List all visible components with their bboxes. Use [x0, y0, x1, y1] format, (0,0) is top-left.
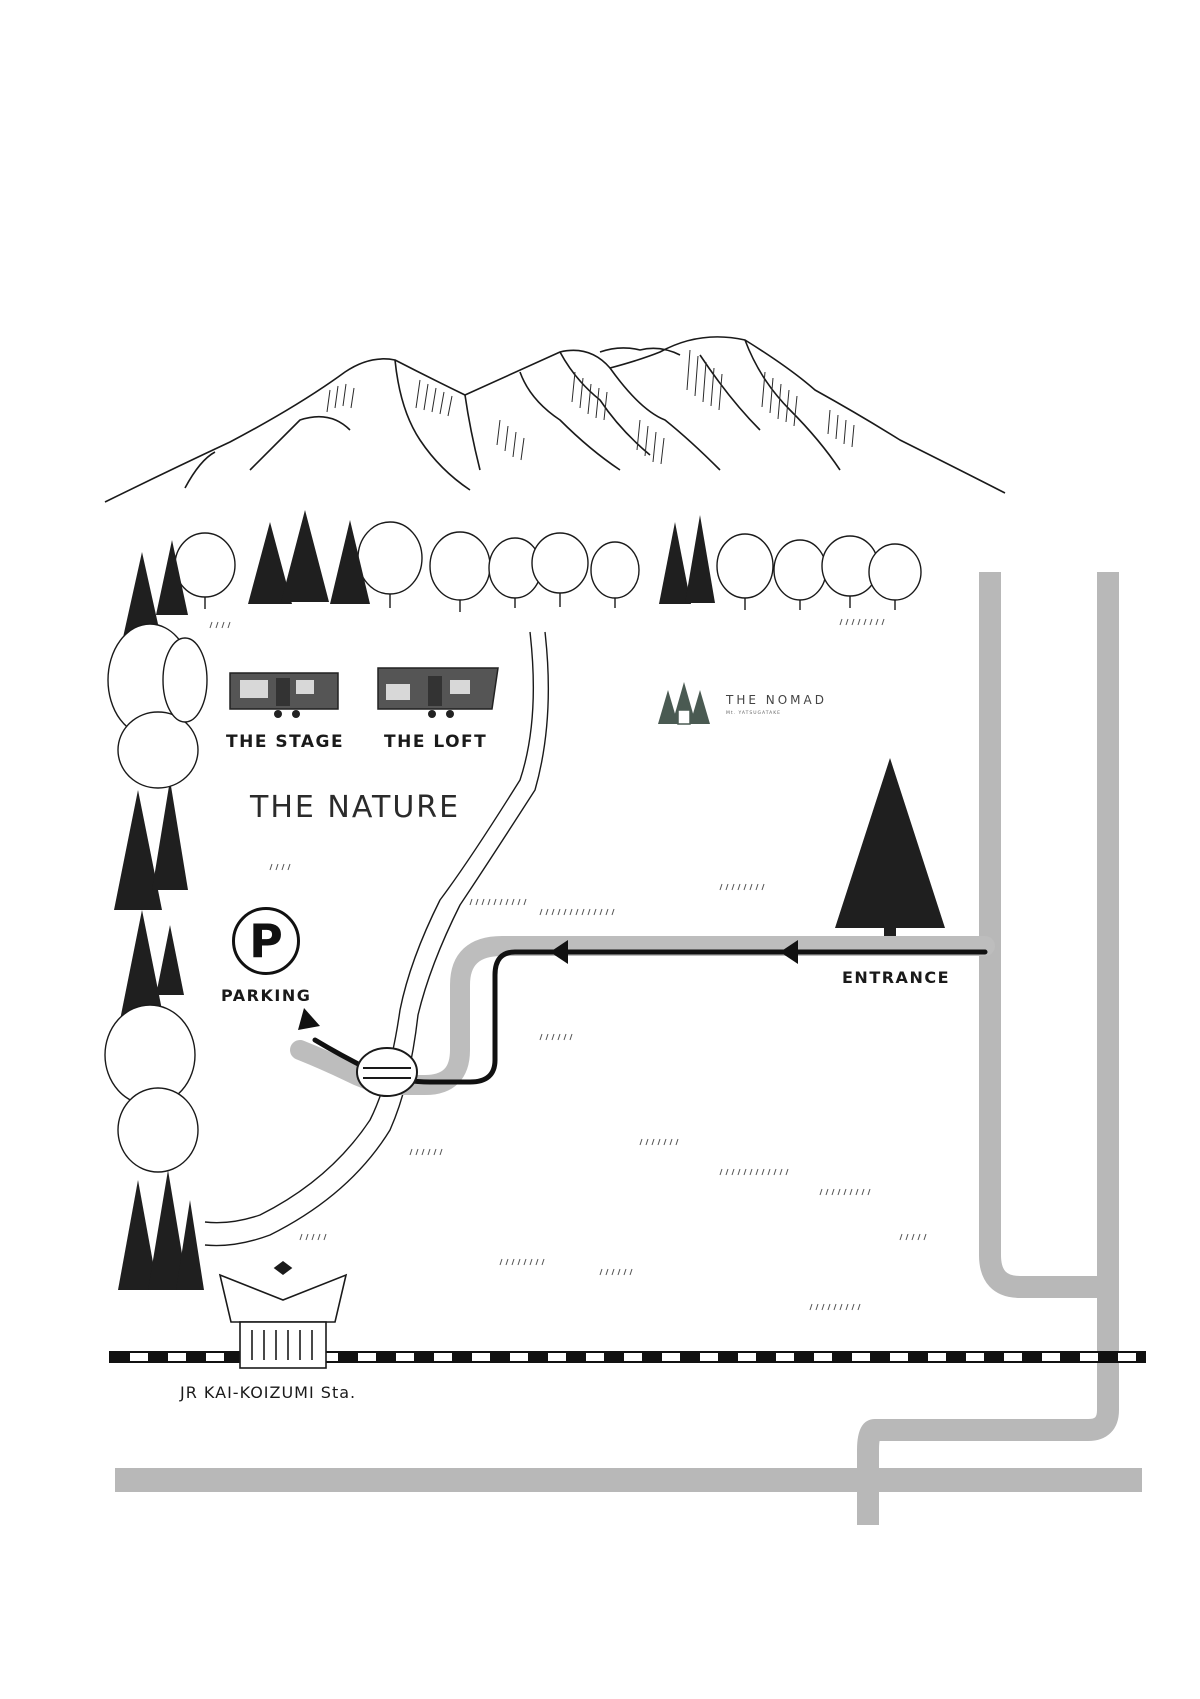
arrow-parking	[298, 1008, 320, 1030]
cabin-stage-icon	[229, 672, 339, 718]
driving-route	[290, 936, 995, 1095]
top-conifers	[248, 510, 715, 604]
top-tree-line	[174, 521, 922, 612]
parking-sign: P	[232, 907, 300, 975]
entrance-label: ENTRANCE	[842, 968, 950, 987]
cabin-loft-icon	[377, 667, 499, 718]
nomad-logo-name: THE NOMAD	[726, 693, 827, 707]
arrow-left-2	[550, 940, 568, 964]
roads	[115, 572, 1142, 1525]
mountain-hatching	[326, 349, 855, 465]
nomad-logo-subtitle: Mt. YATSUGATAKE	[726, 711, 782, 716]
station-building	[218, 1261, 348, 1369]
fir-tree	[835, 758, 945, 948]
railway	[109, 1351, 1146, 1363]
pine-trees-house-icon	[658, 682, 710, 725]
river	[204, 631, 550, 1247]
arrow-left-1	[780, 940, 798, 964]
cabin-loft-label: THE LOFT	[384, 732, 488, 752]
road-right-inner	[979, 572, 1100, 1298]
bridge	[356, 1047, 418, 1097]
left-tree-line	[104, 540, 208, 1290]
cabin-stage-label: THE STAGE	[226, 732, 345, 752]
route-arrows	[298, 940, 798, 1030]
grass-tufts	[209, 618, 927, 1311]
road-right-outer	[857, 572, 1119, 1525]
parking-label: PARKING	[221, 986, 312, 1005]
area-name: THE NATURE	[250, 790, 461, 825]
station-label: JR KAI-KOIZUMI Sta.	[180, 1383, 357, 1402]
mountain-range	[104, 336, 1006, 503]
